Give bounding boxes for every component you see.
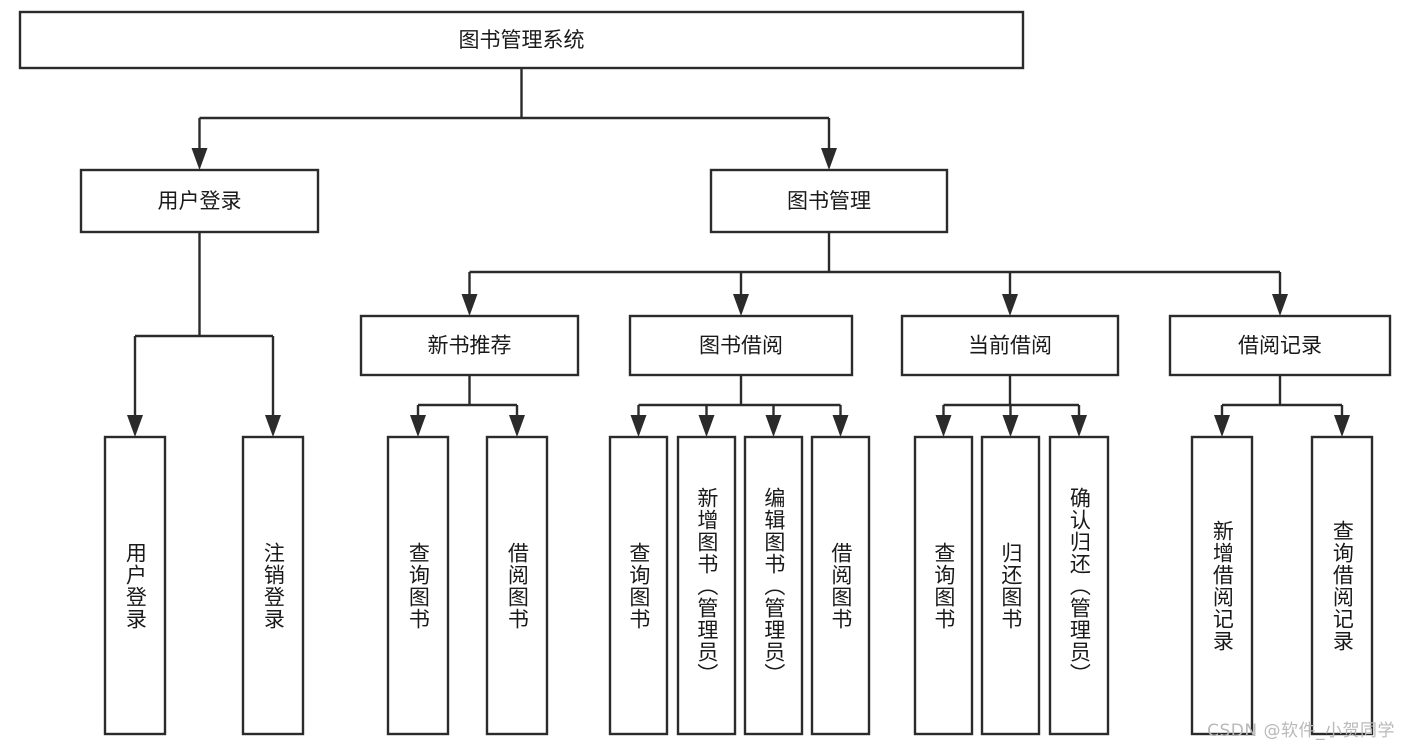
node-box-l-当前借阅-1[interactable] bbox=[913, 435, 974, 736]
node-box-l-借阅记录-2[interactable] bbox=[1310, 435, 1374, 736]
arrow-head-l-当前借阅-3 bbox=[1071, 415, 1087, 437]
node-box-n-图书借阅[interactable] bbox=[628, 314, 854, 377]
node-box-layer bbox=[18, 10, 1392, 736]
node-label-n-图书管理: 图书管理 bbox=[787, 189, 871, 213]
node-label-n-新书推荐: 新书推荐 bbox=[428, 334, 512, 358]
node-label-root: 图书管理系统 bbox=[459, 28, 585, 52]
node-box-root[interactable] bbox=[18, 10, 1025, 70]
arrow-head-l-用户登录-2 bbox=[265, 415, 281, 437]
arrow-head-l-图书借阅-2 bbox=[698, 415, 715, 437]
arrow-head-l-用户登录-1 bbox=[127, 415, 143, 437]
connector-layer bbox=[127, 68, 1350, 437]
node-box-l-当前借阅-3[interactable] bbox=[1048, 435, 1110, 736]
arrow-head-n-用户登录 bbox=[191, 148, 208, 170]
node-box-n-当前借阅[interactable] bbox=[900, 314, 1120, 377]
node-box-n-借阅记录[interactable] bbox=[1168, 314, 1392, 377]
node-box-l-用户登录-2[interactable] bbox=[241, 435, 305, 736]
node-label-n-借阅记录: 借阅记录 bbox=[1238, 334, 1322, 358]
arrow-head-n-新书推荐 bbox=[461, 294, 478, 316]
node-box-n-用户登录[interactable] bbox=[79, 168, 320, 234]
arrow-head-l-当前借阅-1 bbox=[935, 415, 952, 437]
node-box-l-图书借阅-4[interactable] bbox=[810, 435, 871, 736]
arrow-head-n-图书借阅 bbox=[733, 294, 749, 316]
node-box-l-新书推荐-1[interactable] bbox=[386, 435, 450, 736]
watermark-text: CSDN @软件_小贺同学 bbox=[1207, 721, 1395, 741]
node-box-l-图书借阅-3[interactable] bbox=[743, 435, 804, 736]
arrow-head-l-当前借阅-2 bbox=[1002, 415, 1019, 437]
arrow-head-n-借阅记录 bbox=[1272, 294, 1288, 316]
node-box-l-用户登录-1[interactable] bbox=[103, 435, 167, 736]
node-label-n-用户登录: 用户登录 bbox=[158, 189, 242, 213]
arrow-head-l-新书推荐-2 bbox=[509, 415, 525, 437]
node-box-l-图书借阅-2[interactable] bbox=[676, 435, 737, 736]
node-box-l-新书推荐-2[interactable] bbox=[485, 435, 549, 736]
arrow-head-l-借阅记录-1 bbox=[1214, 415, 1230, 437]
node-label-n-当前借阅: 当前借阅 bbox=[968, 334, 1052, 358]
node-box-l-当前借阅-2[interactable] bbox=[980, 435, 1041, 736]
node-box-n-图书管理[interactable] bbox=[709, 168, 949, 234]
arrow-head-l-图书借阅-1 bbox=[630, 415, 647, 437]
node-box-n-新书推荐[interactable] bbox=[359, 314, 580, 377]
arrow-head-l-图书借阅-3 bbox=[765, 415, 782, 437]
arrow-head-n-当前借阅 bbox=[1002, 294, 1018, 316]
arrow-head-l-图书借阅-4 bbox=[832, 415, 849, 437]
arrow-head-n-图书管理 bbox=[821, 148, 837, 170]
arrow-head-l-借阅记录-2 bbox=[1334, 415, 1350, 437]
node-box-l-图书借阅-1[interactable] bbox=[608, 435, 669, 736]
node-box-l-借阅记录-1[interactable] bbox=[1190, 435, 1254, 736]
arrow-head-l-新书推荐-1 bbox=[410, 415, 426, 437]
node-label-n-图书借阅: 图书借阅 bbox=[699, 334, 783, 358]
